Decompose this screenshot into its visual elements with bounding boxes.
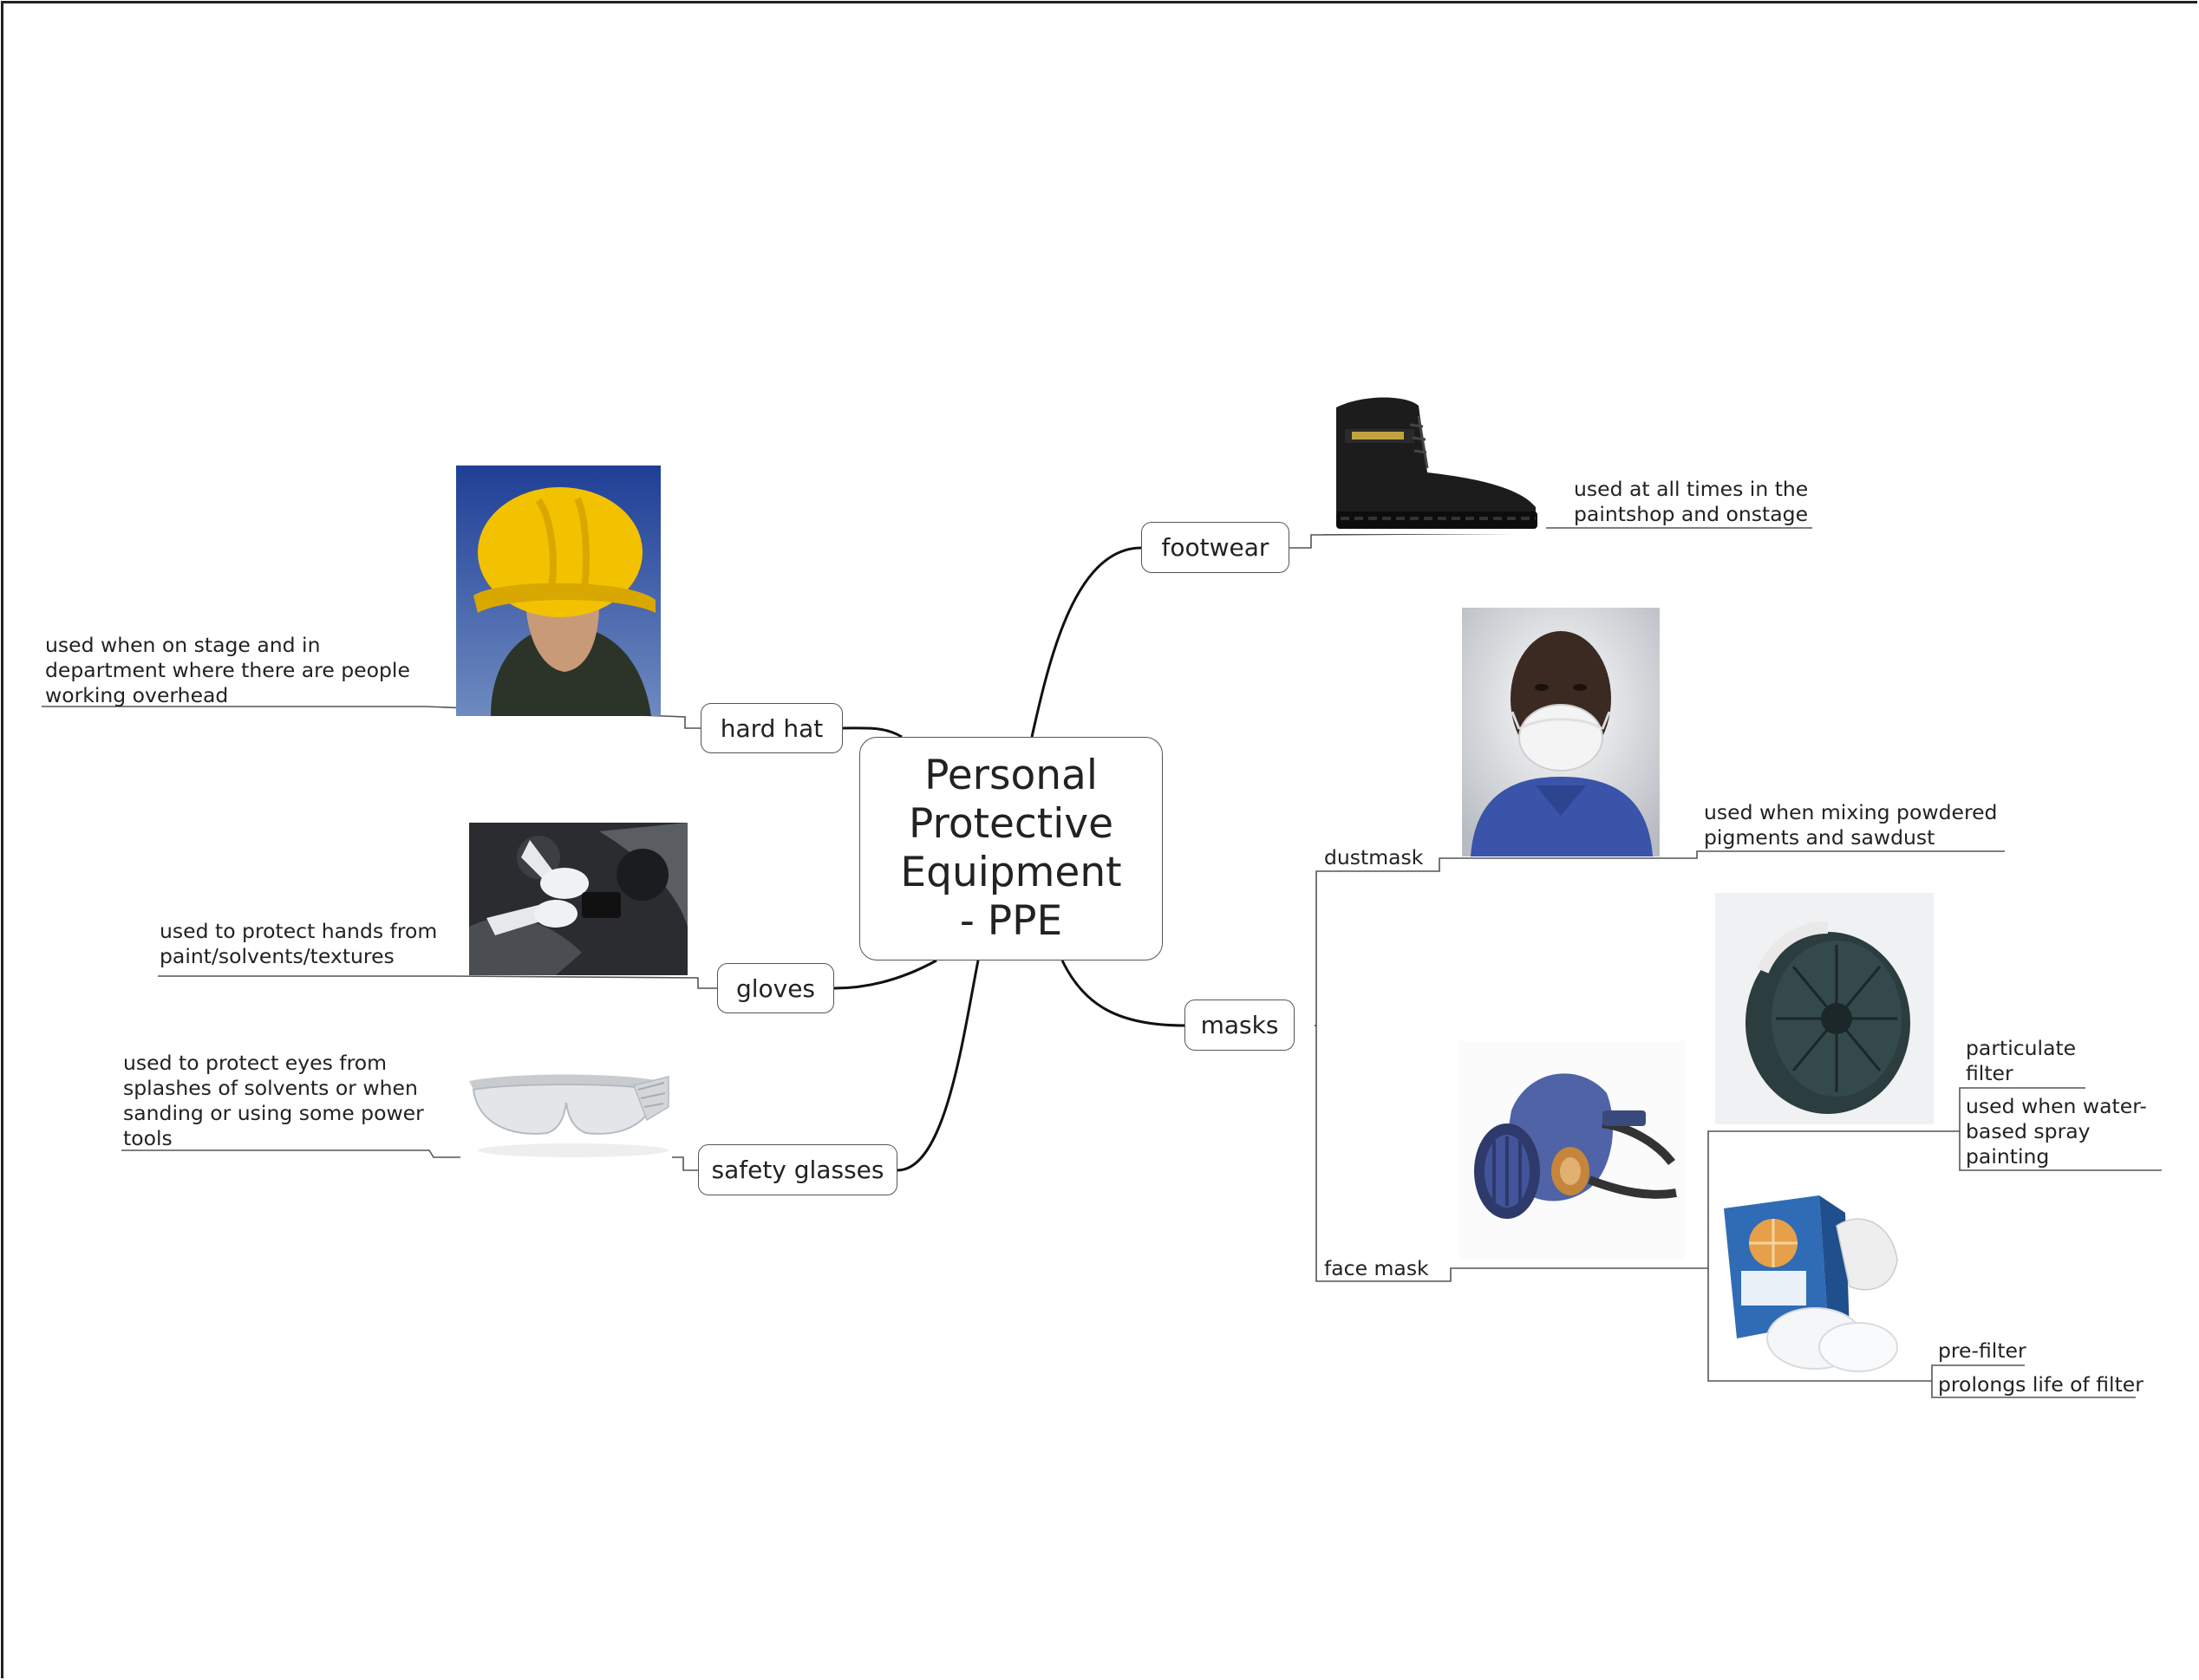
subtopic-dustmask[interactable]: dustmask [1324,845,1424,869]
node-gloves[interactable]: gloves [717,963,834,1013]
safety-glasses-icon [460,1055,672,1159]
gloves-icon [469,823,688,975]
hard-hat-photo [456,466,661,716]
node-safety-glasses[interactable]: safety glasses [698,1144,897,1195]
link-footwear-note [1289,527,1812,549]
dustmask-photo [1462,608,1660,856]
node-hard-hat-label: hard hat [720,713,824,743]
link-masks-face [1315,1026,1708,1282]
central-line-4: - PPE [959,897,1063,945]
node-safety-glasses-label: safety glasses [711,1156,884,1184]
note-gloves: used to protect hands from paint/solvent… [160,919,438,968]
subtopic-particulate-filter[interactable]: particulate filter [1966,1036,2077,1085]
note-dustmask: used when mixing powdered pigments and s… [1704,800,1998,850]
node-gloves-label: gloves [735,973,816,1003]
link-hardhat-note [42,706,701,729]
node-hard-hat[interactable]: hard hat [701,703,843,753]
link-central-gloves [833,959,937,990]
node-masks-label: masks [1200,1011,1279,1039]
central-topic[interactable]: Personal Protective Equipment - PPE [859,737,1163,960]
subtopic-pre-filter[interactable]: pre-filter [1938,1338,2026,1363]
note-particulate-filter: used when water-based spray painting [1966,1094,2147,1169]
boot-icon [1319,390,1546,534]
note-footwear: used at all times in the paintshop and o… [1574,477,1809,526]
link-central-footwear [1030,546,1142,738]
node-footwear-label: footwear [1161,533,1269,562]
note-hard-hat: used when on stage and in department whe… [45,633,410,707]
node-masks[interactable]: masks [1184,1000,1295,1051]
pre-filter-photo [1719,1191,1906,1377]
link-particulate-note [1959,1131,2162,1171]
subtopic-face-mask[interactable]: face mask [1324,1256,1429,1280]
central-line-1: Personal [924,752,1098,799]
link-central-glasses [897,960,980,1172]
pre-filter-icon [1719,1191,1906,1377]
link-gloves-note [158,975,717,989]
note-pre-filter: prolongs life of filter [1938,1372,2144,1397]
particulate-filter-photo [1715,893,1934,1124]
hard-hat-icon [456,466,661,716]
safety-glasses-photo [460,1055,672,1159]
face-mask-icon [1459,1041,1685,1260]
central-line-3: Equipment [900,849,1122,896]
link-masks-dust [1315,850,2005,1026]
link-central-masks [1060,960,1185,1027]
central-line-2: Protective [909,800,1113,848]
link-central-hardhat [842,726,903,739]
particulate-filter-icon [1715,893,1934,1124]
dustmask-icon [1462,608,1660,856]
gloves-photo [469,823,688,975]
face-mask-photo [1459,1041,1685,1260]
link-prefilter-note [1931,1381,2136,1398]
note-safety-glasses: used to protect eyes from splashes of so… [123,1051,424,1150]
boot-photo [1319,390,1546,534]
node-footwear[interactable]: footwear [1141,522,1289,573]
